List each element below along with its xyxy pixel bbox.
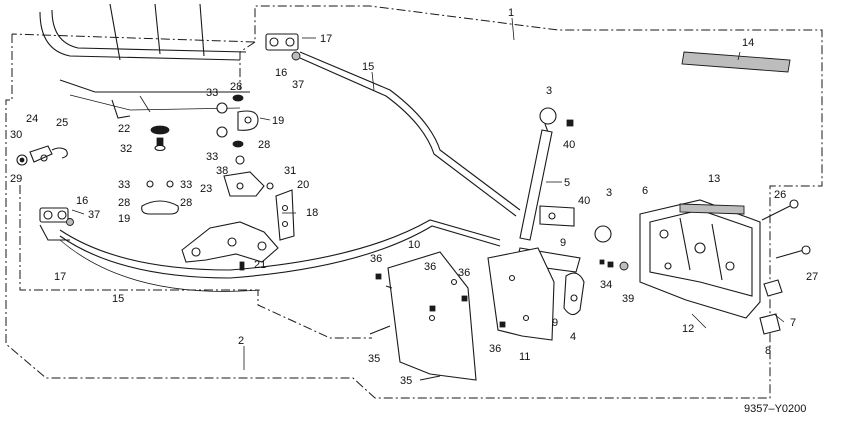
callout-21: 21 xyxy=(254,259,266,271)
callout-35: 35 xyxy=(400,375,412,387)
callout-20: 20 xyxy=(297,179,309,191)
callout-40: 40 xyxy=(578,195,590,207)
callout-16: 16 xyxy=(76,195,88,207)
callout-9: 9 xyxy=(560,237,566,249)
callout-leaders xyxy=(71,17,785,370)
callout-26: 26 xyxy=(774,189,786,201)
callout-28: 28 xyxy=(258,139,270,151)
callout-15: 15 xyxy=(362,61,374,73)
callout-35: 35 xyxy=(368,353,380,365)
cable-end-bracket-lower xyxy=(39,207,74,241)
callout-36: 36 xyxy=(424,261,436,273)
callout-3: 3 xyxy=(546,85,552,97)
callout-23: 23 xyxy=(200,183,212,195)
callout-labels: 1 2 3 3 4 5 6 7 8 9 9 10 11 12 13 14 15 … xyxy=(10,7,818,387)
callout-18: 18 xyxy=(306,207,318,219)
callout-28: 28 xyxy=(118,197,130,209)
callout-36: 36 xyxy=(370,253,382,265)
callout-22: 22 xyxy=(118,123,130,135)
callout-7: 7 xyxy=(790,317,796,329)
callout-8: 8 xyxy=(765,345,771,357)
callout-38: 38 xyxy=(216,165,228,177)
callout-28: 28 xyxy=(230,81,242,93)
callout-32: 32 xyxy=(120,143,132,155)
callout-27: 27 xyxy=(806,271,818,283)
callout-3: 3 xyxy=(606,187,612,199)
callout-31: 31 xyxy=(284,165,296,177)
callout-1: 1 xyxy=(508,7,514,19)
callout-4: 4 xyxy=(570,331,576,343)
callout-6: 6 xyxy=(642,185,648,197)
callout-36: 36 xyxy=(489,343,501,355)
callout-5: 5 xyxy=(564,177,570,189)
callout-37: 37 xyxy=(88,209,100,221)
callout-30: 30 xyxy=(10,129,22,141)
callout-25: 25 xyxy=(56,117,68,129)
control-cable-15 xyxy=(59,51,521,292)
decal-labels xyxy=(679,51,791,215)
callout-12: 12 xyxy=(682,323,694,335)
callout-14: 14 xyxy=(742,37,754,49)
callout-17: 17 xyxy=(54,271,66,283)
callout-19: 19 xyxy=(118,213,130,225)
remote-control-box xyxy=(639,199,783,335)
mounting-panels xyxy=(369,247,555,381)
callout-34: 34 xyxy=(600,279,612,291)
callout-9: 9 xyxy=(552,317,558,329)
screws-26-27 xyxy=(761,199,811,259)
diagram-reference-code: 9357–Y0200 xyxy=(744,403,806,415)
throttle-link-assembly xyxy=(16,145,68,166)
callout-28: 28 xyxy=(180,197,192,209)
callout-11: 11 xyxy=(519,351,530,363)
mount-hardware-cluster xyxy=(150,94,259,165)
callout-37: 37 xyxy=(292,79,304,91)
callout-39: 39 xyxy=(622,293,634,305)
cable-mount-bracket xyxy=(141,171,295,271)
callout-10: 10 xyxy=(408,239,420,251)
callout-13: 13 xyxy=(708,173,720,185)
callout-17: 17 xyxy=(320,33,332,45)
callout-33: 33 xyxy=(118,179,130,191)
callout-33: 33 xyxy=(180,179,192,191)
callout-36: 36 xyxy=(458,267,470,279)
callout-19: 19 xyxy=(272,115,284,127)
small-screws xyxy=(375,261,629,328)
callout-29: 29 xyxy=(10,173,22,185)
callout-16: 16 xyxy=(275,67,287,79)
callout-15: 15 xyxy=(112,293,124,305)
callout-24: 24 xyxy=(26,113,38,125)
motor-housing-background xyxy=(39,3,250,119)
callout-2: 2 xyxy=(238,335,244,347)
callout-33: 33 xyxy=(206,87,218,99)
callout-33: 33 xyxy=(206,151,218,163)
cable-end-bracket-upper xyxy=(265,33,301,61)
callout-40: 40 xyxy=(563,139,575,151)
